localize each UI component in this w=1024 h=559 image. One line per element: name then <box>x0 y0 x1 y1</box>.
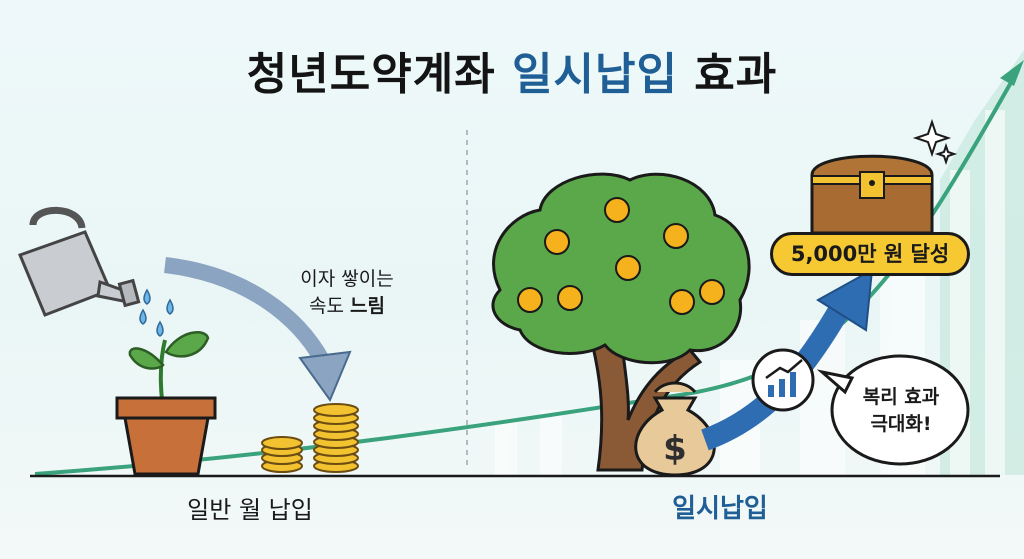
coin-stacks-icon <box>261 403 359 473</box>
slow-note-line2: 속도 느림 <box>309 295 385 317</box>
growth-curve-arrowhead <box>1000 60 1024 86</box>
water-drops-icon <box>139 288 174 337</box>
watering-can-icon <box>18 206 141 317</box>
lump-sum-caption: 일시납입 <box>672 494 768 524</box>
goal-badge: 5,000만 원 달성 <box>770 232 970 276</box>
money-bag-icon: $ <box>634 381 716 477</box>
treasure-chest-icon <box>810 154 934 235</box>
slow-interest-note: 이자 쌓이는 속도 느림 <box>262 266 432 320</box>
monthly-payment-caption: 일반 월 납입 <box>187 496 313 524</box>
speech-bubble <box>816 354 970 466</box>
page-title: 청년도약계좌 일시납입 효과 <box>246 49 778 100</box>
title-highlight: 일시납입 <box>512 49 678 100</box>
compound-effect-text: 복리 효과 극대화! <box>862 386 940 435</box>
growth-chart-icon <box>751 348 815 412</box>
potted-sprout-icon <box>115 330 217 476</box>
slow-growth-arrow <box>164 257 352 403</box>
orange-fruits-icon <box>517 197 725 315</box>
slow-note-line1: 이자 쌓이는 <box>300 268 394 290</box>
sparkle-icon <box>912 118 958 166</box>
dollar-sign: $ <box>663 429 687 469</box>
